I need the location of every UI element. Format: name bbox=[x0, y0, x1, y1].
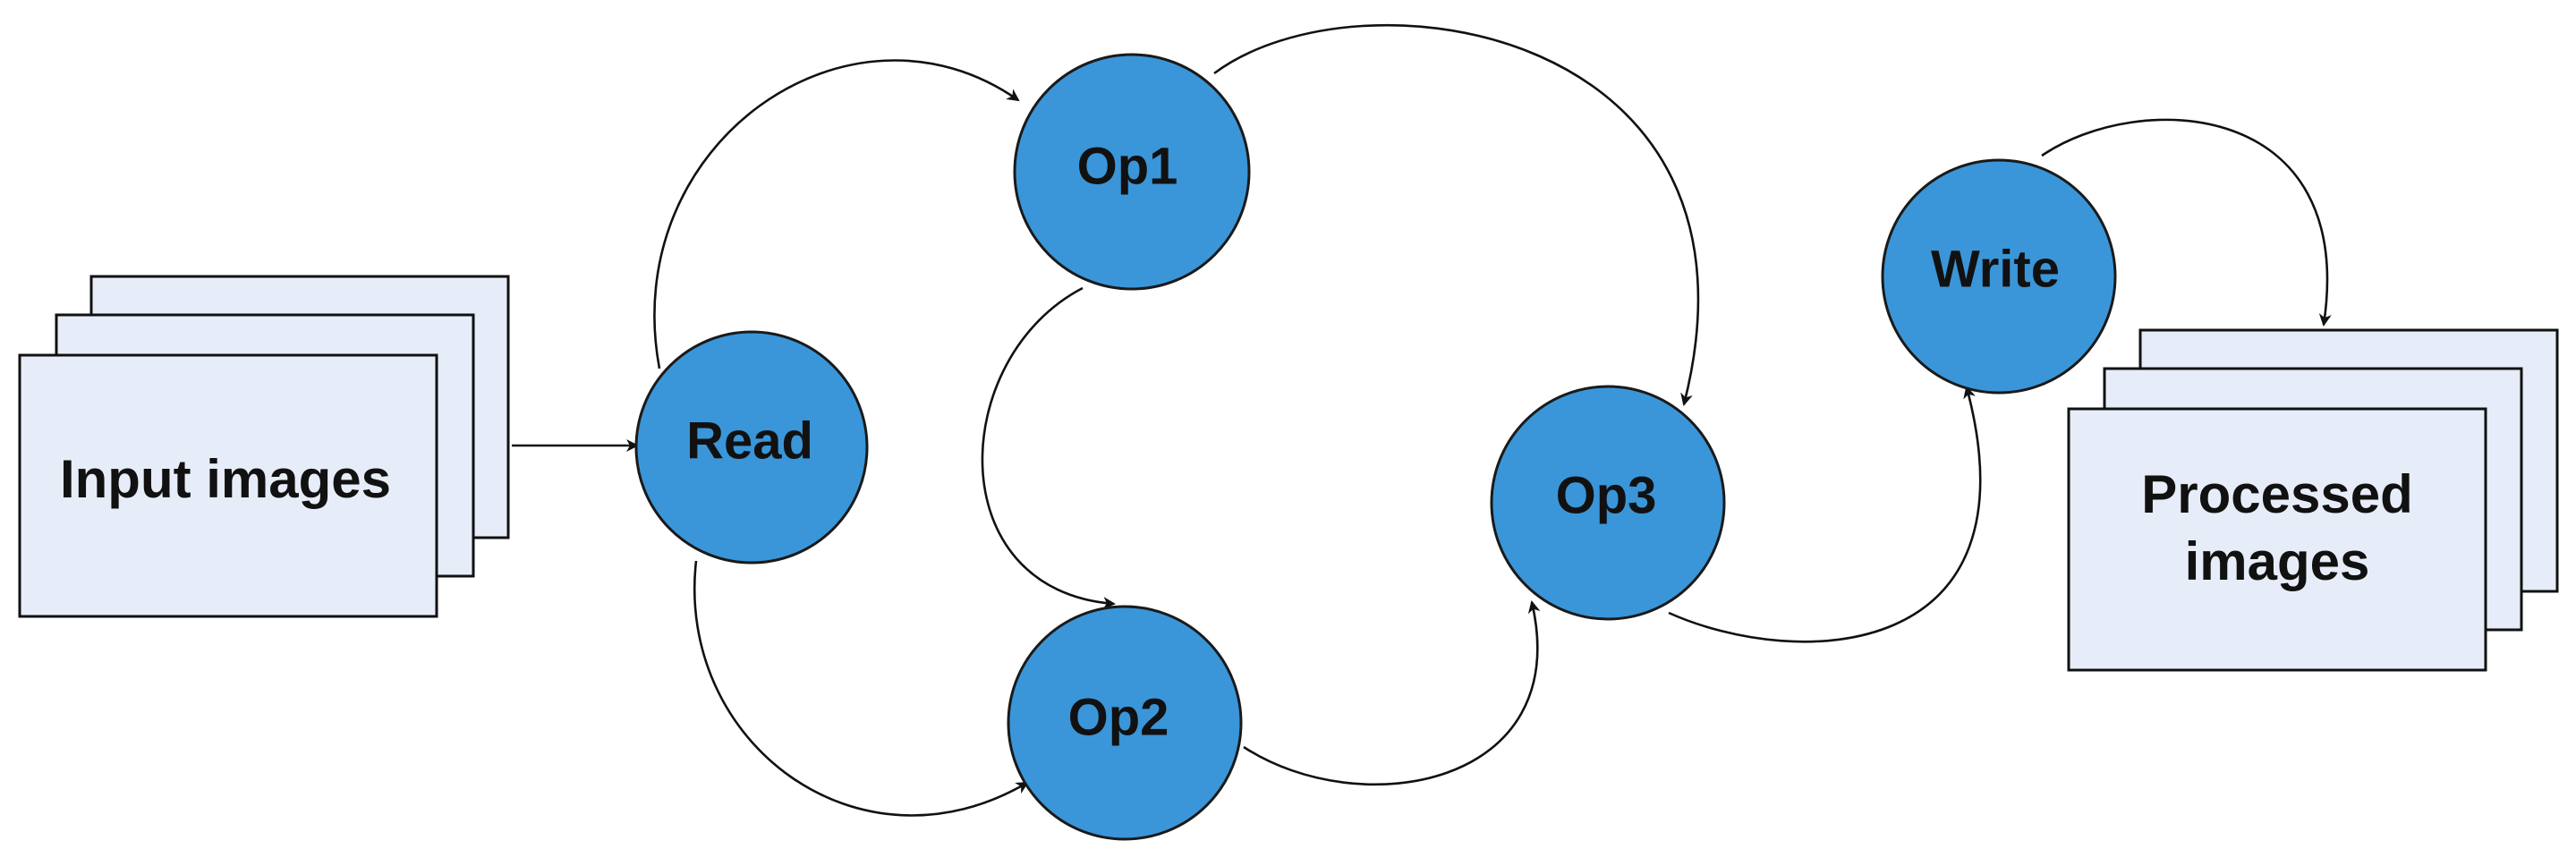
edge-read-to-op1 bbox=[653, 59, 1020, 369]
edges bbox=[512, 23, 2332, 817]
node-op1-circle bbox=[1013, 53, 1251, 291]
processed-images-stack: Processed images bbox=[2067, 328, 2559, 672]
node-write-circle bbox=[1881, 158, 2117, 395]
node-op2-circle bbox=[1007, 605, 1243, 841]
edge-write-to-output bbox=[2041, 118, 2332, 327]
node-op3: Op3 bbox=[1490, 385, 1726, 621]
edge-op2-to-op3 bbox=[1243, 600, 1541, 786]
node-op1-label: Op1 bbox=[1077, 137, 1178, 195]
processed-images-label-line1: Processed bbox=[2141, 464, 2413, 524]
edge-op1-to-op2 bbox=[981, 286, 1116, 610]
node-op2-label: Op2 bbox=[1068, 688, 1169, 746]
edge-op3-to-write bbox=[1668, 386, 1982, 643]
node-write: Write bbox=[1881, 158, 2117, 395]
edge-op1-to-op3 bbox=[1213, 23, 1699, 406]
node-read: Read bbox=[634, 330, 869, 565]
edge-read-to-op2 bbox=[693, 560, 1029, 817]
processed-images-label-line2: images bbox=[2185, 531, 2370, 591]
node-write-label: Write bbox=[1931, 240, 2060, 298]
node-op3-circle bbox=[1490, 385, 1726, 621]
output-sheet-front bbox=[2067, 407, 2487, 672]
node-read-label: Read bbox=[686, 412, 813, 470]
input-sheet-front bbox=[18, 353, 438, 618]
input-images-label: Input images bbox=[60, 449, 391, 509]
node-op2: Op2 bbox=[1007, 605, 1243, 841]
node-op1: Op1 bbox=[1013, 53, 1251, 291]
node-read-circle bbox=[634, 330, 869, 565]
node-op3-label: Op3 bbox=[1556, 466, 1657, 524]
input-images-stack: Input images bbox=[18, 275, 510, 618]
